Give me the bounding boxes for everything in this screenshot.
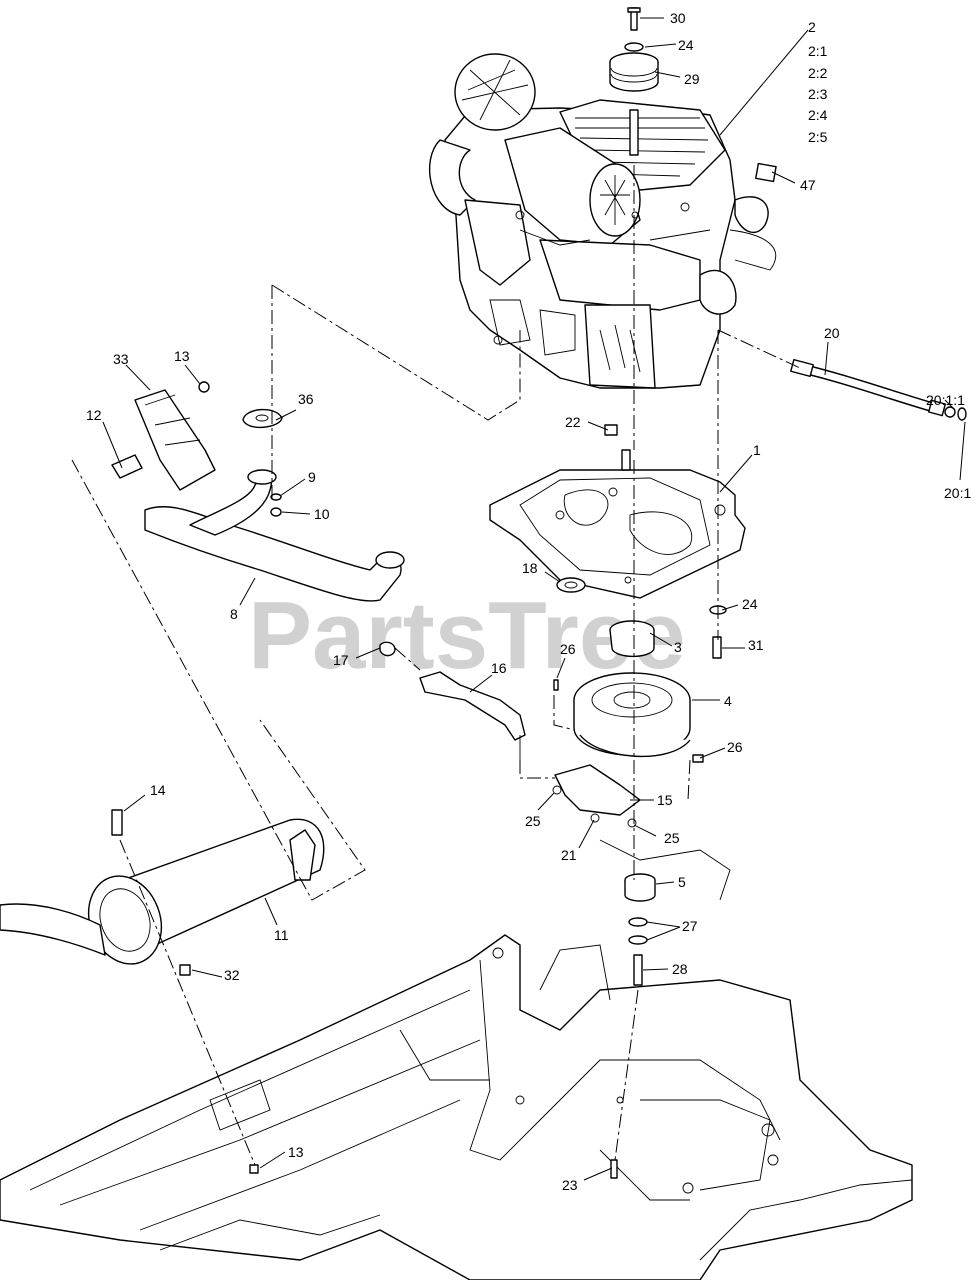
callout-2-3: 2:3 bbox=[808, 86, 828, 102]
callout-2: 2 bbox=[808, 19, 816, 35]
callout-20: 20 bbox=[824, 325, 840, 341]
callout-27: 27 bbox=[682, 918, 698, 934]
callout-16: 16 bbox=[491, 660, 507, 676]
callout-26-top: 26 bbox=[560, 641, 576, 657]
callout-17: 17 bbox=[333, 652, 349, 668]
callout-1: 1 bbox=[753, 442, 761, 458]
clutch-bracket bbox=[552, 764, 731, 901]
spacer-stack bbox=[610, 873, 656, 1179]
leader-lines bbox=[102, 17, 966, 1181]
fuel-hose bbox=[755, 162, 967, 421]
callout-4: 4 bbox=[724, 693, 732, 709]
callout-2-4: 2:4 bbox=[808, 107, 828, 123]
clutch-assembly bbox=[553, 577, 727, 763]
callout-20-1: 20:1 bbox=[944, 485, 971, 501]
callout-2-5: 2:5 bbox=[808, 129, 828, 145]
callout-10: 10 bbox=[314, 506, 330, 522]
heat-shield bbox=[134, 381, 216, 491]
engine-assembly bbox=[428, 53, 776, 389]
callout-2-2: 2:2 bbox=[808, 65, 828, 81]
callout-5: 5 bbox=[678, 874, 686, 890]
assembly-lines bbox=[71, 165, 801, 1166]
callout-32: 32 bbox=[224, 967, 240, 983]
callout-21: 21 bbox=[561, 847, 577, 863]
callout-22: 22 bbox=[565, 414, 581, 430]
callout-2-1: 2:1 bbox=[808, 43, 828, 59]
callout-13-top: 13 bbox=[174, 348, 190, 364]
callout-31: 31 bbox=[748, 637, 764, 653]
callout-9: 9 bbox=[308, 469, 316, 485]
callout-14: 14 bbox=[150, 782, 166, 798]
top-pulley-stack bbox=[609, 7, 659, 156]
callout-25-right: 25 bbox=[664, 830, 680, 846]
callout-28: 28 bbox=[672, 961, 688, 977]
callout-23: 23 bbox=[562, 1177, 578, 1193]
callout-12: 12 bbox=[86, 407, 102, 423]
callout-13-bottom: 13 bbox=[288, 1144, 304, 1160]
callout-3: 3 bbox=[674, 639, 682, 655]
callout-24-top: 24 bbox=[678, 37, 694, 53]
callout-11: 11 bbox=[274, 927, 289, 943]
throttle-rod bbox=[379, 641, 526, 760]
engine-deck-plate bbox=[489, 424, 746, 599]
muffler bbox=[0, 809, 325, 1174]
callout-36: 36 bbox=[298, 391, 314, 407]
callout-29: 29 bbox=[684, 71, 700, 87]
callout-33: 33 bbox=[113, 351, 129, 367]
callout-labels: 30 24 29 2 2:1 2:2 2:3 2:4 2:5 47 20 20:… bbox=[86, 10, 971, 1193]
callout-24-mid: 24 bbox=[742, 596, 758, 612]
callout-26-bottom: 26 bbox=[727, 739, 743, 755]
callout-25-left: 25 bbox=[525, 813, 541, 829]
callout-18: 18 bbox=[522, 560, 538, 576]
callout-15: 15 bbox=[657, 792, 673, 808]
chassis-frame bbox=[0, 934, 913, 1280]
callout-30: 30 bbox=[670, 10, 686, 26]
callout-20-1-1: 20:1:1 bbox=[926, 392, 965, 408]
callout-47: 47 bbox=[800, 177, 816, 193]
exhaust-pipe bbox=[144, 469, 405, 602]
callout-8: 8 bbox=[230, 606, 238, 622]
